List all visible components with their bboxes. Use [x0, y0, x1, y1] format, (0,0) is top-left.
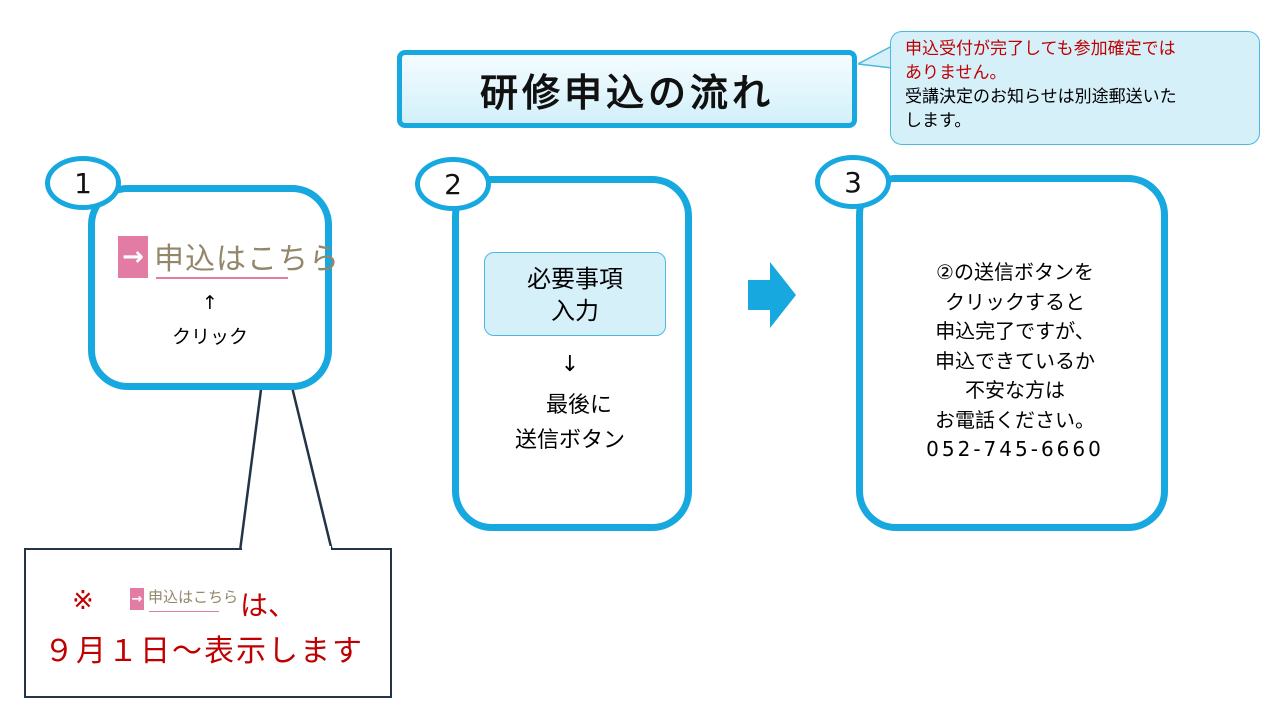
flow-arrow-icon	[748, 262, 796, 328]
instruction-line: お電話ください。	[935, 407, 1095, 432]
callout-line: ありません。	[905, 63, 1007, 83]
arrow-down-icon: ↓	[560, 352, 580, 377]
instruction-line: ②の送信ボタンを	[936, 260, 1094, 284]
mini-apply-label: 申込はこちら	[148, 588, 239, 606]
step-1-number: 1	[45, 156, 121, 210]
box-line: 必要事項	[527, 265, 623, 293]
step-3-number: 3	[815, 155, 891, 209]
note-box-gap	[242, 546, 331, 554]
apply-button-image: → 申込はこちら	[118, 232, 339, 284]
availability-note-box	[24, 548, 392, 698]
note-display-date: ９月１日～表示します	[44, 634, 364, 669]
arrow-right-icon: →	[118, 236, 148, 278]
phone-number: 052-745-6660	[926, 437, 1104, 461]
apply-button-image-small: → 申込はこちら	[130, 586, 238, 616]
confirmation-callout: 申込受付が完了しても参加確定では ありません。 受講決定のお知らせは別途郵送いた…	[890, 31, 1260, 145]
step-2-instruction: 最後に 送信ボタン	[500, 388, 640, 458]
apply-underline	[156, 277, 288, 279]
step-3-instruction: ②の送信ボタンを クリックすると 申込完了ですが、 申込できているか 不安な方は…	[880, 258, 1150, 465]
step-3-panel	[856, 175, 1168, 531]
instruction-line: 申込完了ですが、	[935, 319, 1095, 343]
arrow-right-icon: →	[130, 588, 144, 610]
step-2-panel	[452, 176, 692, 531]
arrow-up-icon: ↑	[202, 292, 218, 314]
note-suffix: は、	[240, 589, 297, 622]
instruction-line: 申込できているか	[935, 348, 1095, 373]
apply-button-label: 申込はこちら	[154, 242, 340, 277]
mini-apply-underline	[149, 611, 219, 612]
instruction-line: クリックすると	[945, 289, 1085, 314]
step-2-number: 2	[415, 157, 491, 211]
step-1-panel	[88, 185, 332, 390]
instruction-line: 送信ボタン	[514, 428, 625, 453]
title-box: 研修申込の流れ	[397, 50, 857, 128]
callout-line: 受講決定のお知らせは別途郵送いた	[905, 87, 1177, 107]
click-instruction: クリック	[171, 326, 248, 348]
instruction-line: 最後に	[545, 393, 612, 418]
callout-line: します。	[905, 111, 972, 131]
page-title: 研修申込の流れ	[479, 70, 774, 115]
note-mark: ※	[72, 586, 94, 616]
box-line: 入力	[551, 297, 599, 325]
required-fields-box: 必要事項 入力	[484, 252, 666, 336]
instruction-line: 不安な方は	[965, 378, 1065, 402]
callout-line: 申込受付が完了しても参加確定では	[905, 39, 1176, 59]
